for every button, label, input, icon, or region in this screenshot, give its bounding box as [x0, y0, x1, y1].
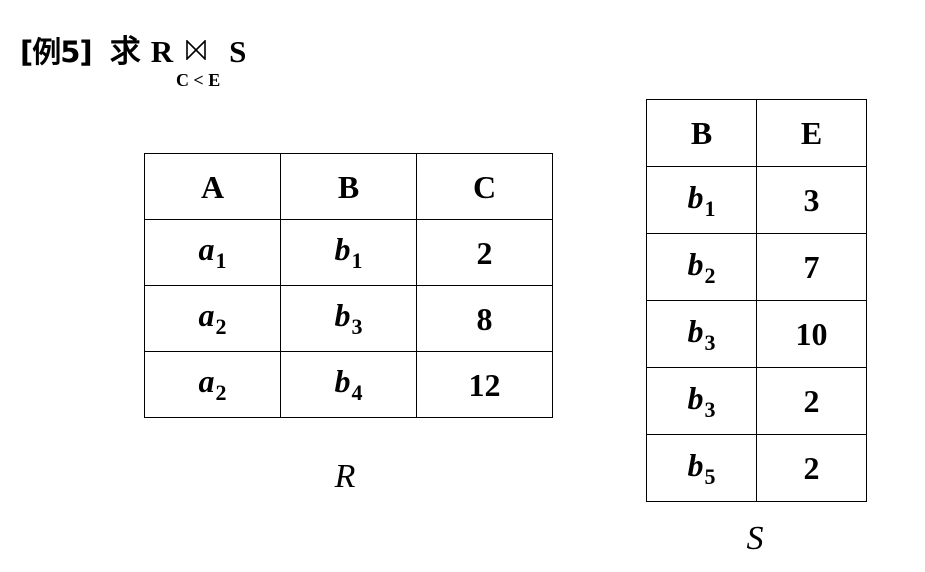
table-row: b5 2: [646, 434, 867, 502]
example-label: [例5]: [20, 35, 93, 69]
table-cell: b2: [646, 233, 757, 301]
relation-r-table: A B C a1 b1 2 a2 b3 8 a2 b4 12: [144, 153, 553, 418]
table-cell: 2: [416, 219, 553, 286]
table-row: a2 b3 8: [144, 285, 553, 352]
table-cell: 3: [756, 166, 867, 234]
table-header-row: A B C: [144, 153, 553, 220]
table-cell: 7: [756, 233, 867, 301]
table-cell: 10: [756, 300, 867, 368]
table-cell: 12: [416, 351, 553, 418]
table-cell: a2: [144, 285, 281, 352]
relation-s-caption: S: [746, 520, 764, 557]
title-verb: 求: [109, 34, 141, 70]
table-cell: b5: [646, 434, 757, 502]
table-header-row: B E: [646, 99, 867, 167]
table-cell: b1: [280, 219, 417, 286]
table-cell: 2: [756, 367, 867, 435]
table-cell: a1: [144, 219, 281, 286]
join-icon: [186, 40, 206, 60]
table-row: b2 7: [646, 233, 867, 301]
table-row: a2 b4 12: [144, 351, 553, 418]
table-cell: b3: [646, 300, 757, 368]
table-row: a1 b1 2: [144, 219, 553, 286]
column-header-c: C: [416, 153, 553, 220]
relation-r-caption: R: [334, 458, 356, 495]
table-row: b3 2: [646, 367, 867, 435]
table-cell: a2: [144, 351, 281, 418]
relation-s-table: B E b1 3 b2 7 b3 10 b3 2 b5 2: [646, 99, 867, 502]
table-row: b3 10: [646, 300, 867, 368]
right-relation-name: S: [229, 34, 247, 69]
table-cell: 2: [756, 434, 867, 502]
table-cell: b1: [646, 166, 757, 234]
column-header-a: A: [144, 153, 281, 220]
column-header-b: B: [646, 99, 757, 167]
left-relation-name: R: [150, 34, 174, 69]
table-cell: b4: [280, 351, 417, 418]
table-cell: 8: [416, 285, 553, 352]
table-cell: b3: [280, 285, 417, 352]
column-header-b: B: [280, 153, 417, 220]
example-title: [例5] 求 R C < E S: [20, 30, 246, 96]
theta-join-operator: C < E: [176, 30, 220, 90]
table-row: b1 3: [646, 166, 867, 234]
column-header-e: E: [756, 99, 867, 167]
join-condition: C < E: [175, 70, 221, 90]
table-cell: b3: [646, 367, 757, 435]
